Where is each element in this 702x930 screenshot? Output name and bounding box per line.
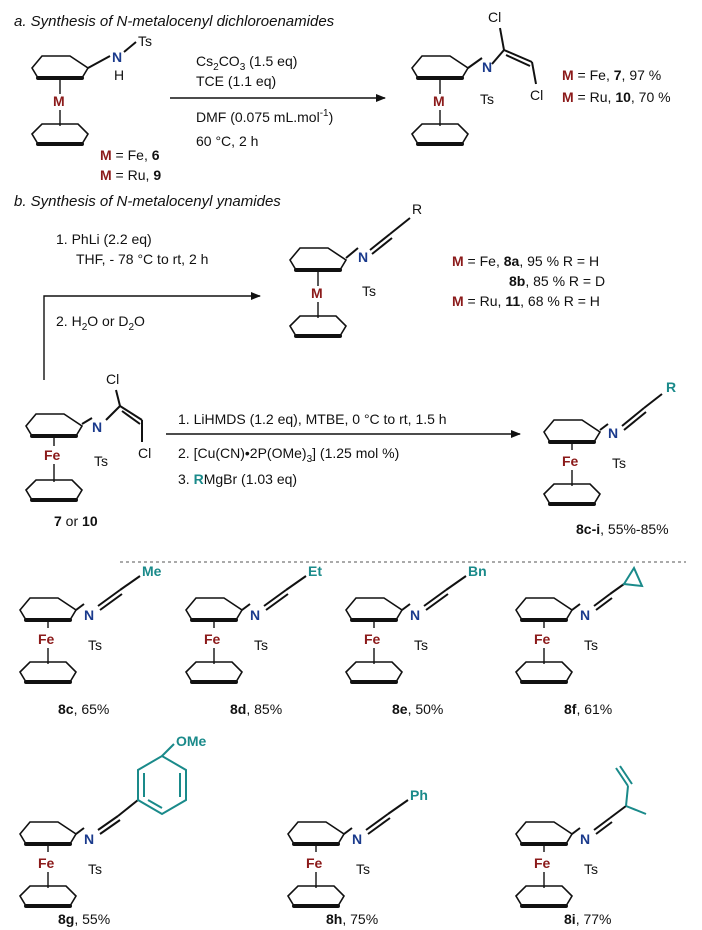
svg-text:R: R xyxy=(666,379,676,395)
compound-8i-label: 8i, 77% xyxy=(564,911,612,927)
structure-terminal-ynamide: M N Ts R xyxy=(288,201,422,338)
svg-text:M: M xyxy=(311,285,323,301)
reagent-a-4: 60 °C, 2 h xyxy=(196,133,258,149)
svg-text:Cl: Cl xyxy=(488,9,501,25)
svg-text:OMe: OMe xyxy=(176,733,207,749)
svg-text:Fe: Fe xyxy=(38,855,55,871)
reagent-b1-3: 2. H2O or D2O xyxy=(56,313,145,333)
svg-text:N: N xyxy=(250,607,260,623)
structure-aminometallocene: M N H Ts xyxy=(30,33,152,146)
sm-label-fe: M = Fe, 6 xyxy=(100,147,160,163)
reagent-a-3: DMF (0.075 mL.mol-1) xyxy=(196,108,333,125)
product-label-ru: M = Ru, 10, 70 % xyxy=(562,89,671,105)
sm-label-ru: M = Ru, 9 xyxy=(100,167,161,183)
compound-8d-label: 8d, 85% xyxy=(230,701,282,717)
svg-text:Fe: Fe xyxy=(38,631,55,647)
svg-text:Ts: Ts xyxy=(362,283,376,299)
svg-text:N: N xyxy=(580,607,590,623)
svg-text:N: N xyxy=(358,249,368,265)
ynamide-result-1: M = Fe, 8a, 95 % R = H xyxy=(452,253,599,269)
svg-text:N: N xyxy=(112,49,122,65)
section-a-title: a. Synthesis of N-metalocenyl dichloroen… xyxy=(14,13,335,30)
svg-text:R: R xyxy=(412,201,422,217)
svg-text:Ts: Ts xyxy=(612,455,626,471)
svg-text:Ts: Ts xyxy=(480,91,494,107)
arrow-b1 xyxy=(43,292,261,380)
svg-text:Ts: Ts xyxy=(94,453,108,469)
compound-8h-label: 8h, 75% xyxy=(326,911,378,927)
svg-text:Cl: Cl xyxy=(530,87,543,103)
svg-text:Ph: Ph xyxy=(410,787,428,803)
svg-text:N: N xyxy=(92,419,102,435)
reagent-b1-2: THF, - 78 °C to rt, 2 h xyxy=(76,251,208,267)
svg-text:Ts: Ts xyxy=(584,861,598,877)
compound-8g: Fe N Ts OMe xyxy=(18,733,207,908)
svg-text:Fe: Fe xyxy=(306,855,323,871)
compound-8c: Fe N Ts Me xyxy=(18,563,162,684)
structure-sm-b: Fe N Ts Cl Cl xyxy=(24,371,151,502)
svg-text:M: M xyxy=(433,93,445,109)
svg-text:Cl: Cl xyxy=(106,371,119,387)
svg-text:Me: Me xyxy=(142,563,162,579)
reagent-b2-1: 1. LiHMDS (1.2 eq), MTBE, 0 °C to rt, 1.… xyxy=(178,411,447,427)
compound-8f: Fe N Ts xyxy=(514,565,644,684)
svg-text:Fe: Fe xyxy=(534,855,551,871)
svg-text:Fe: Fe xyxy=(204,631,221,647)
svg-text:N: N xyxy=(84,607,94,623)
svg-text:N: N xyxy=(608,425,618,441)
svg-text:N: N xyxy=(580,831,590,847)
svg-text:Et: Et xyxy=(308,563,322,579)
reagent-b1-1: 1. PhLi (2.2 eq) xyxy=(56,231,152,247)
product-b-label: 8c-i, 55%-85% xyxy=(576,521,669,537)
section-b-title: b. Synthesis of N-metalocenyl ynamides xyxy=(14,193,281,210)
reagent-a-1: Cs2CO3 (1.5 eq) xyxy=(196,53,297,73)
svg-text:Fe: Fe xyxy=(562,453,579,469)
svg-text:N: N xyxy=(410,607,420,623)
product-label-fe: M = Fe, 7, 97 % xyxy=(562,67,661,83)
svg-text:M: M xyxy=(53,93,65,109)
svg-text:N: N xyxy=(84,831,94,847)
svg-text:Cl: Cl xyxy=(138,445,151,461)
svg-text:Ts: Ts xyxy=(138,33,152,49)
compound-8f-label: 8f, 61% xyxy=(564,701,612,717)
svg-text:N: N xyxy=(352,831,362,847)
compound-8d: Fe N Ts Et xyxy=(184,563,322,684)
compound-8h: Fe N Ts Ph xyxy=(286,787,428,908)
svg-text:Fe: Fe xyxy=(364,631,381,647)
reagent-b2-3: 3. RMgBr (1.03 eq) xyxy=(178,471,297,487)
compound-8i: Fe N Ts xyxy=(514,765,647,908)
sm-b-label: 7 or 10 xyxy=(54,513,98,529)
structure-product-general: Fe N Ts R xyxy=(542,379,676,506)
svg-text:Ts: Ts xyxy=(584,637,598,653)
svg-text:Ts: Ts xyxy=(88,637,102,653)
reagent-b2-2: 2. [Cu(CN)•2P(OMe)3] (1.25 mol %) xyxy=(178,445,399,465)
svg-text:Bn: Bn xyxy=(468,563,487,579)
compound-8e: Fe N Ts Bn xyxy=(344,563,487,684)
structure-dichloroenamide: M N Ts Cl Cl xyxy=(410,9,543,146)
svg-text:H: H xyxy=(114,67,124,83)
svg-text:Ts: Ts xyxy=(88,861,102,877)
compound-8g-label: 8g, 55% xyxy=(58,911,110,927)
svg-text:Ts: Ts xyxy=(414,637,428,653)
svg-text:Fe: Fe xyxy=(534,631,551,647)
svg-text:Ts: Ts xyxy=(254,637,268,653)
ynamide-result-3: M = Ru, 11, 68 % R = H xyxy=(452,293,600,309)
compound-8c-label: 8c, 65% xyxy=(58,701,109,717)
ynamide-result-2: 8b, 85 % R = D xyxy=(509,273,605,289)
svg-text:Ts: Ts xyxy=(356,861,370,877)
compound-8e-label: 8e, 50% xyxy=(392,701,443,717)
svg-text:N: N xyxy=(482,59,492,75)
svg-text:Fe: Fe xyxy=(44,447,61,463)
reagent-a-2: TCE (1.1 eq) xyxy=(196,73,276,89)
